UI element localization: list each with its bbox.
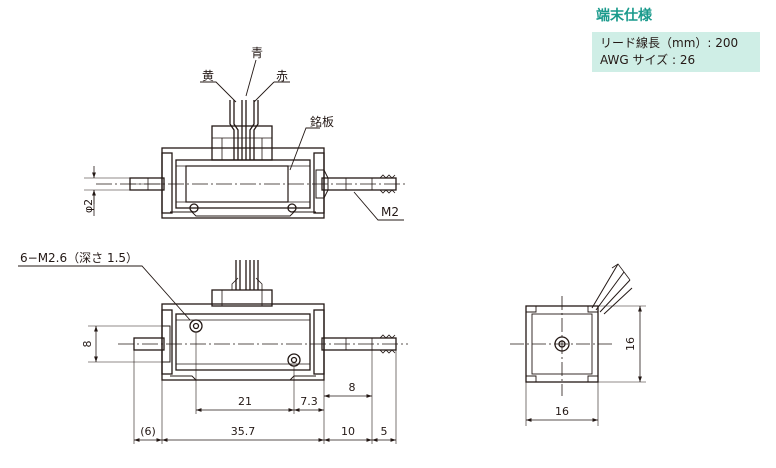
side-height-16: 16 [624,337,637,351]
top-view: 青 黄 赤 銘板 φ2 M2 [82,46,408,221]
left-shaft [129,177,165,191]
lead-wires [200,59,290,161]
thread-label: M2 [381,205,399,219]
blue-wire-label: 青 [251,46,263,60]
right-shaft-m2 [321,174,397,194]
tap-holes [189,319,301,367]
dim-6: (6) [140,425,156,438]
extension-lines [133,332,397,444]
nameplate-label: 銘板 [310,114,334,129]
lead-length-spec: リード線長（mm）: 200 [600,36,739,50]
yellow-wire-label: 黄 [202,69,214,83]
shaft-diameter-label: φ2 [82,199,95,213]
solenoid-frame-top [161,147,329,219]
dim-5: 5 [381,425,388,438]
dim-10: 10 [341,425,355,438]
front-view: 6−M2.6（深さ 1.5） 8 8 21 7.3 (6) 35.7 10 [18,251,408,444]
dim-8: 8 [349,381,356,394]
dim-7-3: 7.3 [300,395,318,408]
height-8-label: 8 [81,341,94,348]
side-width-16: 16 [555,405,569,418]
awg-size-spec: AWG サイズ : 26 [600,53,696,67]
side-view: 16 16 [510,263,646,426]
red-wire-label: 赤 [276,69,288,83]
tap-hole-note: 6−M2.6（深さ 1.5） [20,251,138,265]
terminal-spec-box: リード線長（mm）: 200 AWG サイズ : 26 [592,32,760,72]
solenoid-frame-front [161,260,325,381]
dim-35-7: 35.7 [231,425,256,438]
terminal-spec-title: 端末仕様 [596,8,652,24]
dim-21: 21 [238,395,252,408]
